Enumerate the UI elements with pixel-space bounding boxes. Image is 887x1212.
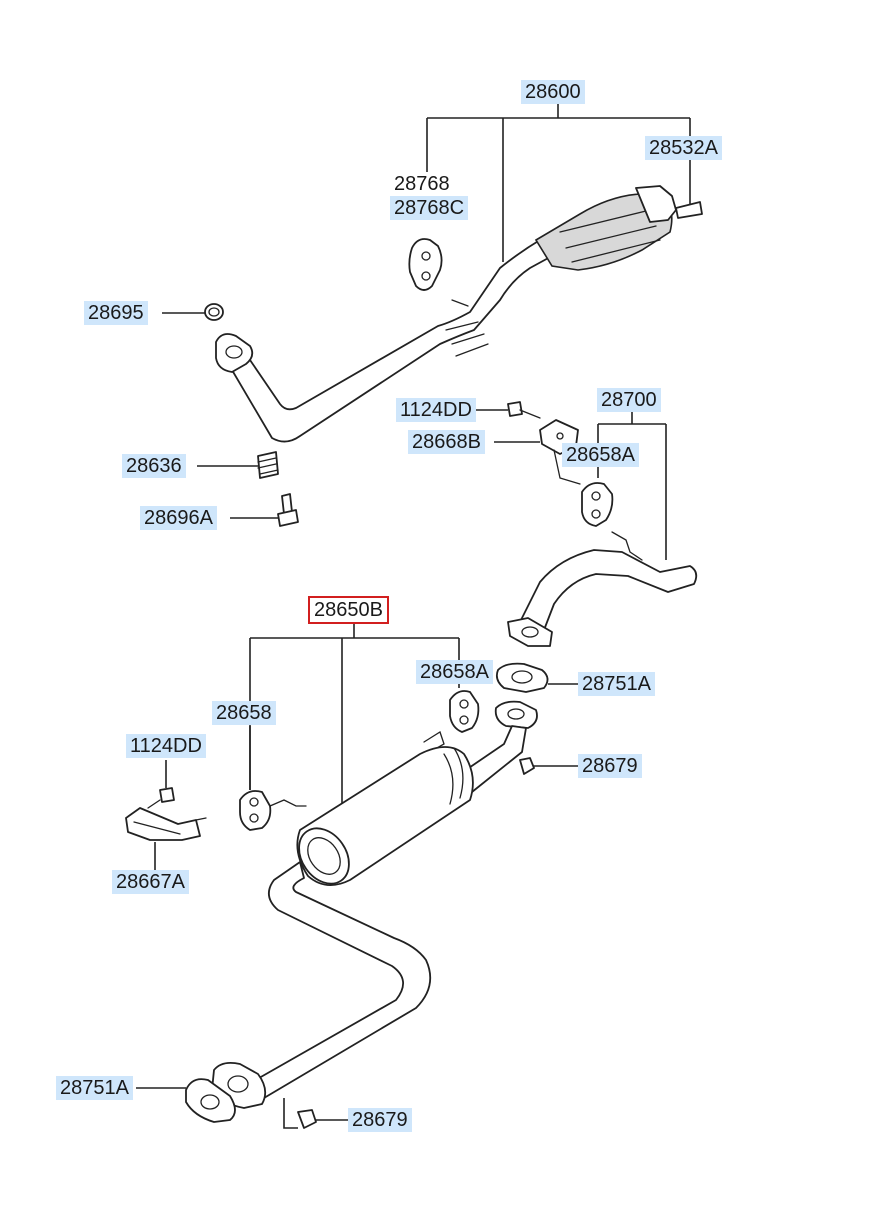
part-label-28751A-bottom[interactable]: 28751A: [56, 1076, 133, 1100]
part-label-28658A-mid[interactable]: 28658A: [416, 660, 493, 684]
part-label-28667A[interactable]: 28667A: [112, 870, 189, 894]
front-pipe-assembly: [215, 185, 703, 443]
rubber-hanger-top: [408, 238, 443, 291]
part-label-28650B[interactable]: 28650B: [308, 596, 389, 624]
part-label-28668B[interactable]: 28668B: [408, 430, 485, 454]
part-label-28700[interactable]: 28700: [597, 388, 661, 412]
part-label-28768[interactable]: 28768: [390, 172, 454, 196]
bolt-28696A: [277, 493, 299, 527]
muffler-assembly: [125, 662, 549, 1129]
part-label-28636[interactable]: 28636: [122, 454, 186, 478]
part-label-1124DD-top[interactable]: 1124DD: [396, 398, 476, 422]
part-label-28658[interactable]: 28658: [212, 701, 276, 725]
part-label-28658A-top[interactable]: 28658A: [562, 443, 639, 467]
center-pipe: [507, 401, 698, 647]
part-label-28679-right[interactable]: 28679: [578, 754, 642, 778]
part-label-1124DD-left[interactable]: 1124DD: [126, 734, 206, 758]
part-label-28751A-right[interactable]: 28751A: [578, 672, 655, 696]
part-label-28679-bottom[interactable]: 28679: [348, 1108, 412, 1132]
part-label-28695[interactable]: 28695: [84, 301, 148, 325]
leader-lines: [136, 104, 691, 1129]
gasket-ring: [204, 303, 224, 321]
part-label-28696A[interactable]: 28696A: [140, 506, 217, 530]
spring: [257, 451, 279, 479]
part-label-28768C[interactable]: 28768C: [390, 196, 469, 220]
part-label-28532A[interactable]: 28532A: [645, 136, 722, 160]
part-label-28600[interactable]: 28600: [521, 80, 585, 104]
